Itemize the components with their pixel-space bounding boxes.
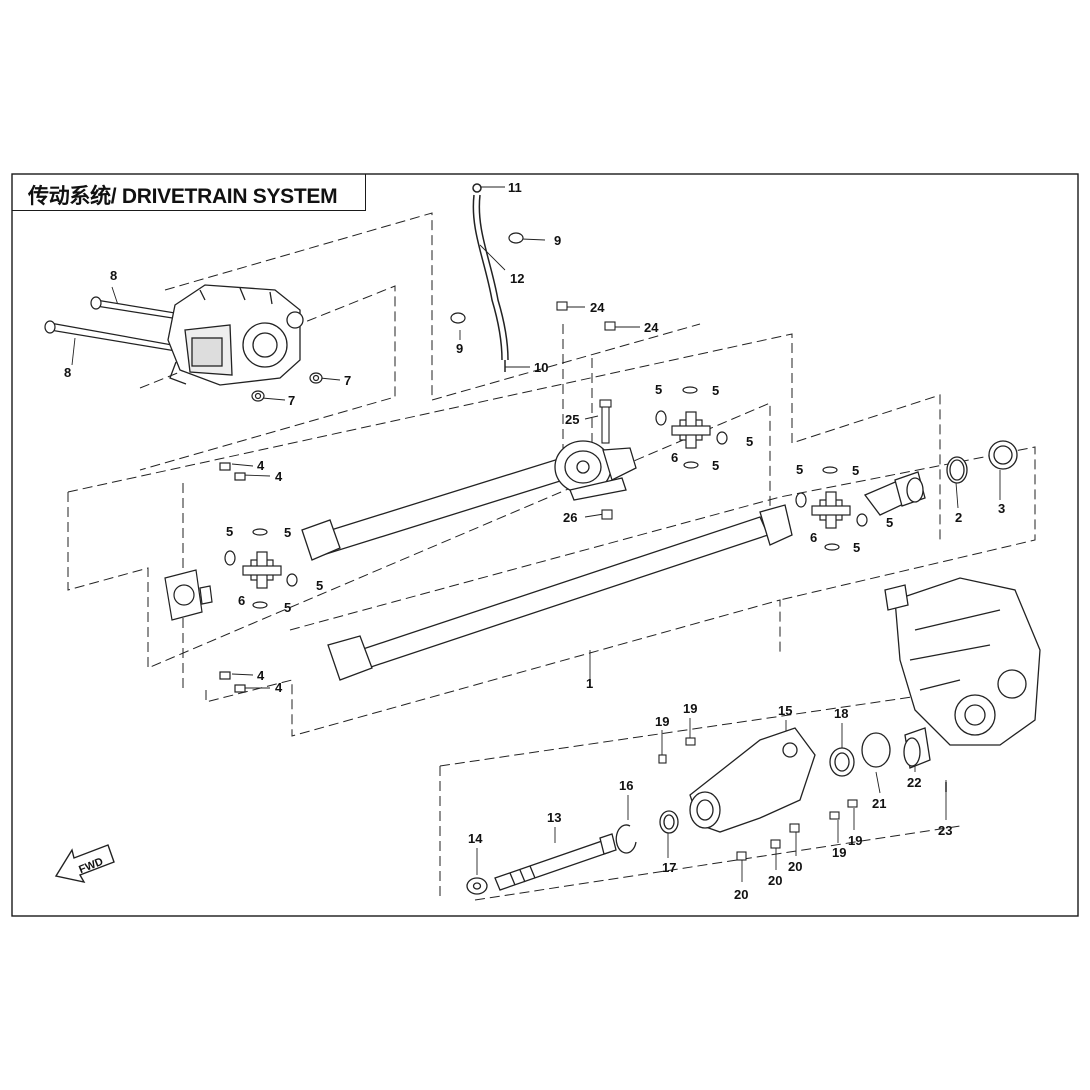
universal-joints-6 xyxy=(242,411,851,589)
callout-7: 7 xyxy=(288,393,295,408)
page-title: 传动系统/ DRIVETRAIN SYSTEM xyxy=(28,185,338,208)
callout-5: 5 xyxy=(226,524,233,539)
callout-5: 5 xyxy=(853,540,860,555)
bolts-24-25-26 xyxy=(556,301,616,520)
title-box xyxy=(12,174,366,211)
callout-7: 7 xyxy=(344,373,351,388)
callout-4: 4 xyxy=(275,469,283,484)
bearing-carrier-15 xyxy=(689,727,816,833)
seals-bearings xyxy=(615,727,931,854)
snap-rings-5 xyxy=(224,386,868,609)
callout-20: 20 xyxy=(768,873,782,888)
callout-10: 10 xyxy=(534,360,548,375)
callout-5: 5 xyxy=(796,462,803,477)
callout-2: 2 xyxy=(955,510,962,525)
hose-clamps-9 xyxy=(450,232,524,324)
callout-13: 13 xyxy=(547,810,561,825)
callout-4: 4 xyxy=(257,458,265,473)
bolts-19-20 xyxy=(658,737,858,861)
callout-18: 18 xyxy=(834,706,848,721)
seals-2-3 xyxy=(946,440,1018,484)
callout-16: 16 xyxy=(619,778,633,793)
nuts-7 xyxy=(251,372,323,402)
callout-5: 5 xyxy=(886,515,893,530)
callout-5: 5 xyxy=(712,458,719,473)
callout-4: 4 xyxy=(257,668,265,683)
fwd-arrow-icon: FWD xyxy=(54,844,115,884)
callout-5: 5 xyxy=(284,525,291,540)
callout-5: 5 xyxy=(712,383,719,398)
callout-15: 15 xyxy=(778,703,792,718)
vent-hose-12 xyxy=(472,183,509,372)
front-propeller-shaft xyxy=(301,440,637,561)
callout-20: 20 xyxy=(788,859,802,874)
assembly-outlines xyxy=(67,212,1036,901)
yoke-joints xyxy=(863,471,926,516)
callout-12: 12 xyxy=(510,271,524,286)
callout-5: 5 xyxy=(852,463,859,478)
flange-and-bolts-4 xyxy=(164,462,246,693)
transmission-housing xyxy=(884,577,1041,746)
callout-3: 3 xyxy=(998,501,1005,516)
callout-24: 24 xyxy=(644,320,659,335)
callout-25: 25 xyxy=(565,412,579,427)
callout-9: 9 xyxy=(554,233,561,248)
callout-17: 17 xyxy=(662,860,676,875)
callout-22: 22 xyxy=(907,775,921,790)
callout-5: 5 xyxy=(284,600,291,615)
callout-8: 8 xyxy=(64,365,71,380)
callout-8: 8 xyxy=(110,268,117,283)
callout-9: 9 xyxy=(456,341,463,356)
callout-11: 11 xyxy=(508,180,522,195)
callout-19: 19 xyxy=(848,833,862,848)
callout-1: 1 xyxy=(586,676,593,691)
output-shaft-13 xyxy=(466,833,617,895)
rear-propeller-shaft-1 xyxy=(327,504,793,681)
callout-26: 26 xyxy=(563,510,577,525)
callout-23: 23 xyxy=(938,823,952,838)
diagram-frame xyxy=(11,173,1079,917)
callout-20: 20 xyxy=(734,887,748,902)
leader-lines xyxy=(71,186,1001,882)
callout-19: 19 xyxy=(655,714,669,729)
callout-21: 21 xyxy=(872,796,886,811)
callout-6: 6 xyxy=(671,450,678,465)
callout-19: 19 xyxy=(683,701,697,716)
callout-5: 5 xyxy=(746,434,753,449)
callout-14: 14 xyxy=(468,831,483,846)
rear-differential xyxy=(167,284,304,386)
callout-6: 6 xyxy=(238,593,245,608)
callout-19: 19 xyxy=(832,845,846,860)
callout-labels: 11 9 12 9 10 8 8 7 7 24 24 25 26 5 5 5 5… xyxy=(64,180,1005,902)
callout-6: 6 xyxy=(810,530,817,545)
callout-5: 5 xyxy=(316,578,323,593)
callout-5: 5 xyxy=(655,382,662,397)
callout-4: 4 xyxy=(275,680,283,695)
callout-24: 24 xyxy=(590,300,605,315)
